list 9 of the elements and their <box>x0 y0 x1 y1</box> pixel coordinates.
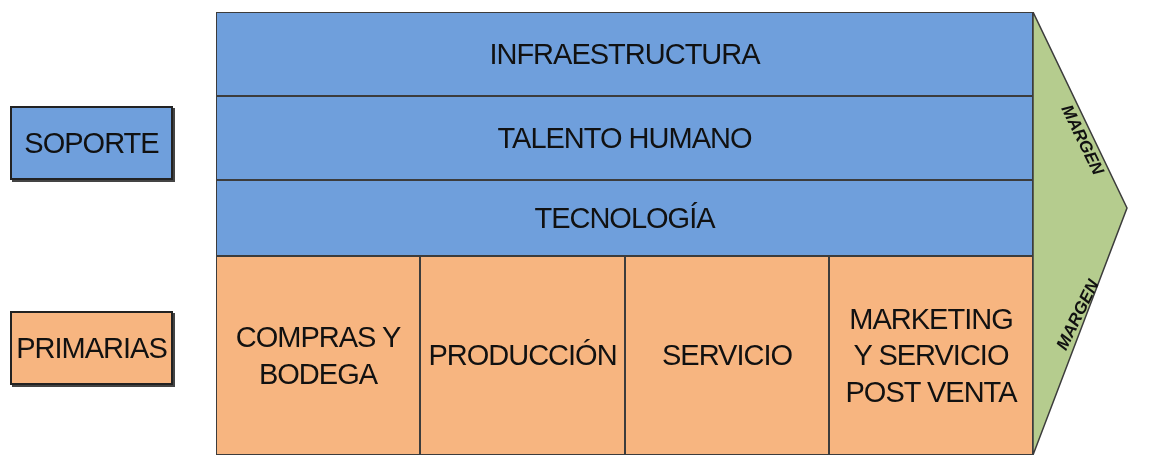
primary-activity-box: PRODUCCIÓN <box>420 256 625 455</box>
group-label-box: SOPORTE <box>10 106 173 180</box>
support-activity-band: TECNOLOGÍA <box>216 180 1033 256</box>
primary-activity-box: COMPRAS Y BODEGA <box>216 256 420 455</box>
primary-activity-box: SERVICIO <box>625 256 829 455</box>
primary-activity-box: MARKETING Y SERVICIO POST VENTA <box>829 256 1033 455</box>
support-activity-band: TALENTO HUMANO <box>216 96 1033 180</box>
group-label-box: PRIMARIAS <box>10 311 173 385</box>
support-activity-band: INFRAESTRUCTURA <box>216 12 1033 96</box>
